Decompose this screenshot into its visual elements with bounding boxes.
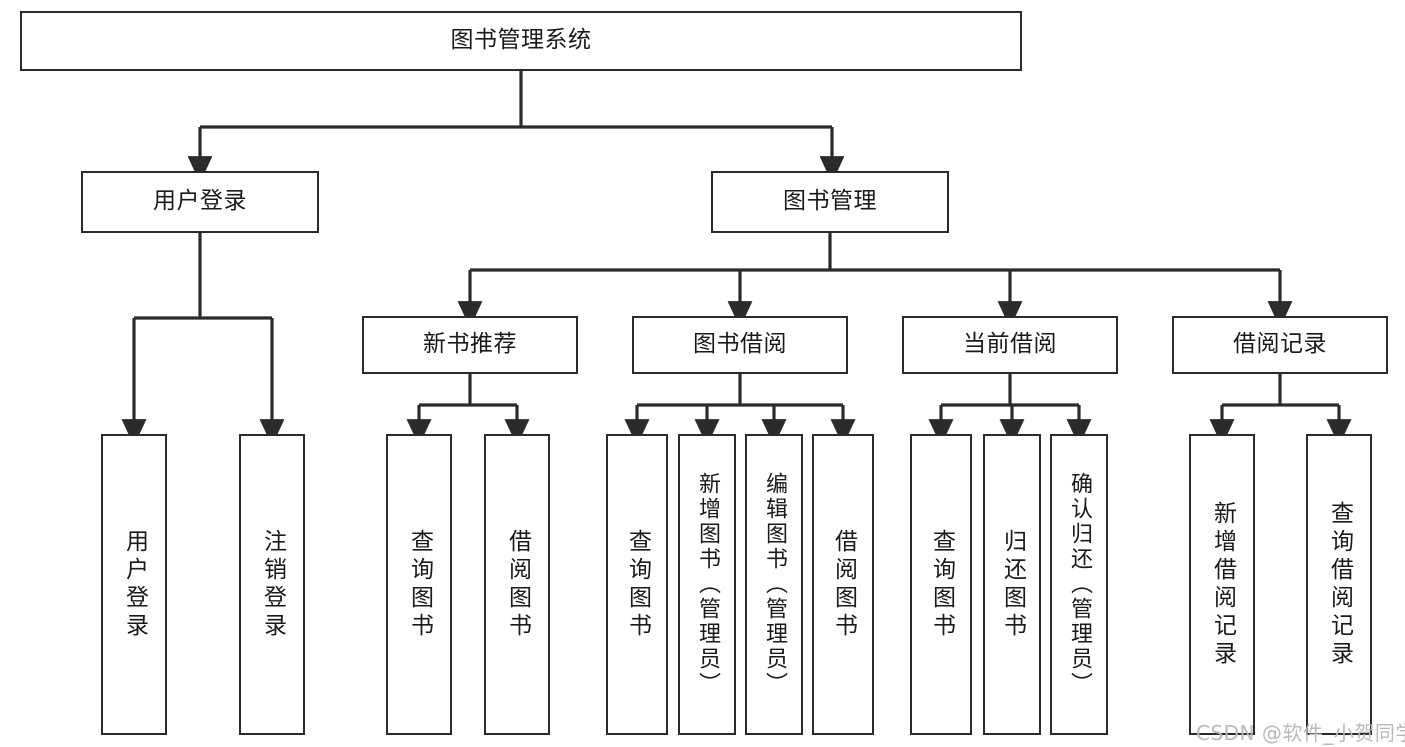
node-leaf-query-book-recommend-label: 查询图书 <box>406 528 433 641</box>
node-leaf-confirm-return-admin-label: 确认归还（管理员） <box>1067 472 1092 697</box>
node-book-management[interactable]: 图书管理 <box>711 171 949 233</box>
node-leaf-edit-book-admin[interactable]: 编辑图书（管理员） <box>745 434 803 735</box>
node-leaf-add-book-admin[interactable]: 新增图书（管理员） <box>678 434 736 735</box>
node-leaf-add-borrow-record[interactable]: 新增借阅记录 <box>1189 434 1255 735</box>
node-new-book-recommend[interactable]: 新书推荐 <box>362 316 578 374</box>
node-leaf-query-borrow-record[interactable]: 查询借阅记录 <box>1306 434 1372 735</box>
node-leaf-query-book-current-label: 查询图书 <box>928 528 955 641</box>
node-current-borrow-label: 当前借阅 <box>963 331 1057 358</box>
node-book-borrow[interactable]: 图书借阅 <box>632 316 848 374</box>
node-leaf-edit-book-admin-label: 编辑图书（管理员） <box>762 472 787 697</box>
node-leaf-add-book-admin-label: 新增图书（管理员） <box>695 472 720 697</box>
node-borrow-record-label: 借阅记录 <box>1233 331 1327 358</box>
node-user-login[interactable]: 用户登录 <box>81 171 319 233</box>
csdn-watermark: CSDN @软件_小贺同学 <box>1196 721 1405 745</box>
node-leaf-query-book-current[interactable]: 查询图书 <box>910 434 972 735</box>
node-leaf-query-book-borrow-label: 查询图书 <box>624 528 651 641</box>
node-leaf-add-borrow-record-label: 新增借阅记录 <box>1209 500 1236 669</box>
node-leaf-borrow-book-label: 借阅图书 <box>830 528 857 641</box>
node-leaf-user-login[interactable]: 用户登录 <box>101 434 167 735</box>
node-leaf-borrow-book-recommend-label: 借阅图书 <box>504 528 531 641</box>
node-new-book-recommend-label: 新书推荐 <box>423 331 517 358</box>
node-leaf-confirm-return-admin[interactable]: 确认归还（管理员） <box>1050 434 1108 735</box>
node-current-borrow[interactable]: 当前借阅 <box>902 316 1118 374</box>
node-borrow-record[interactable]: 借阅记录 <box>1172 316 1388 374</box>
node-leaf-return-book[interactable]: 归还图书 <box>983 434 1041 735</box>
node-leaf-user-logout-label: 注销登录 <box>259 528 286 641</box>
node-leaf-query-book-borrow[interactable]: 查询图书 <box>606 434 668 735</box>
node-root[interactable]: 图书管理系统 <box>20 11 1022 71</box>
node-book-borrow-label: 图书借阅 <box>693 331 787 358</box>
node-leaf-query-borrow-record-label: 查询借阅记录 <box>1326 500 1353 669</box>
node-leaf-borrow-book-recommend[interactable]: 借阅图书 <box>484 434 550 735</box>
node-leaf-borrow-book[interactable]: 借阅图书 <box>812 434 874 735</box>
node-root-label: 图书管理系统 <box>450 27 592 54</box>
node-leaf-query-book-recommend[interactable]: 查询图书 <box>386 434 452 735</box>
node-user-login-label: 用户登录 <box>153 188 247 215</box>
node-leaf-user-logout[interactable]: 注销登录 <box>239 434 305 735</box>
node-book-management-label: 图书管理 <box>783 188 877 215</box>
node-leaf-return-book-label: 归还图书 <box>999 528 1026 641</box>
node-leaf-user-login-label: 用户登录 <box>121 528 148 641</box>
